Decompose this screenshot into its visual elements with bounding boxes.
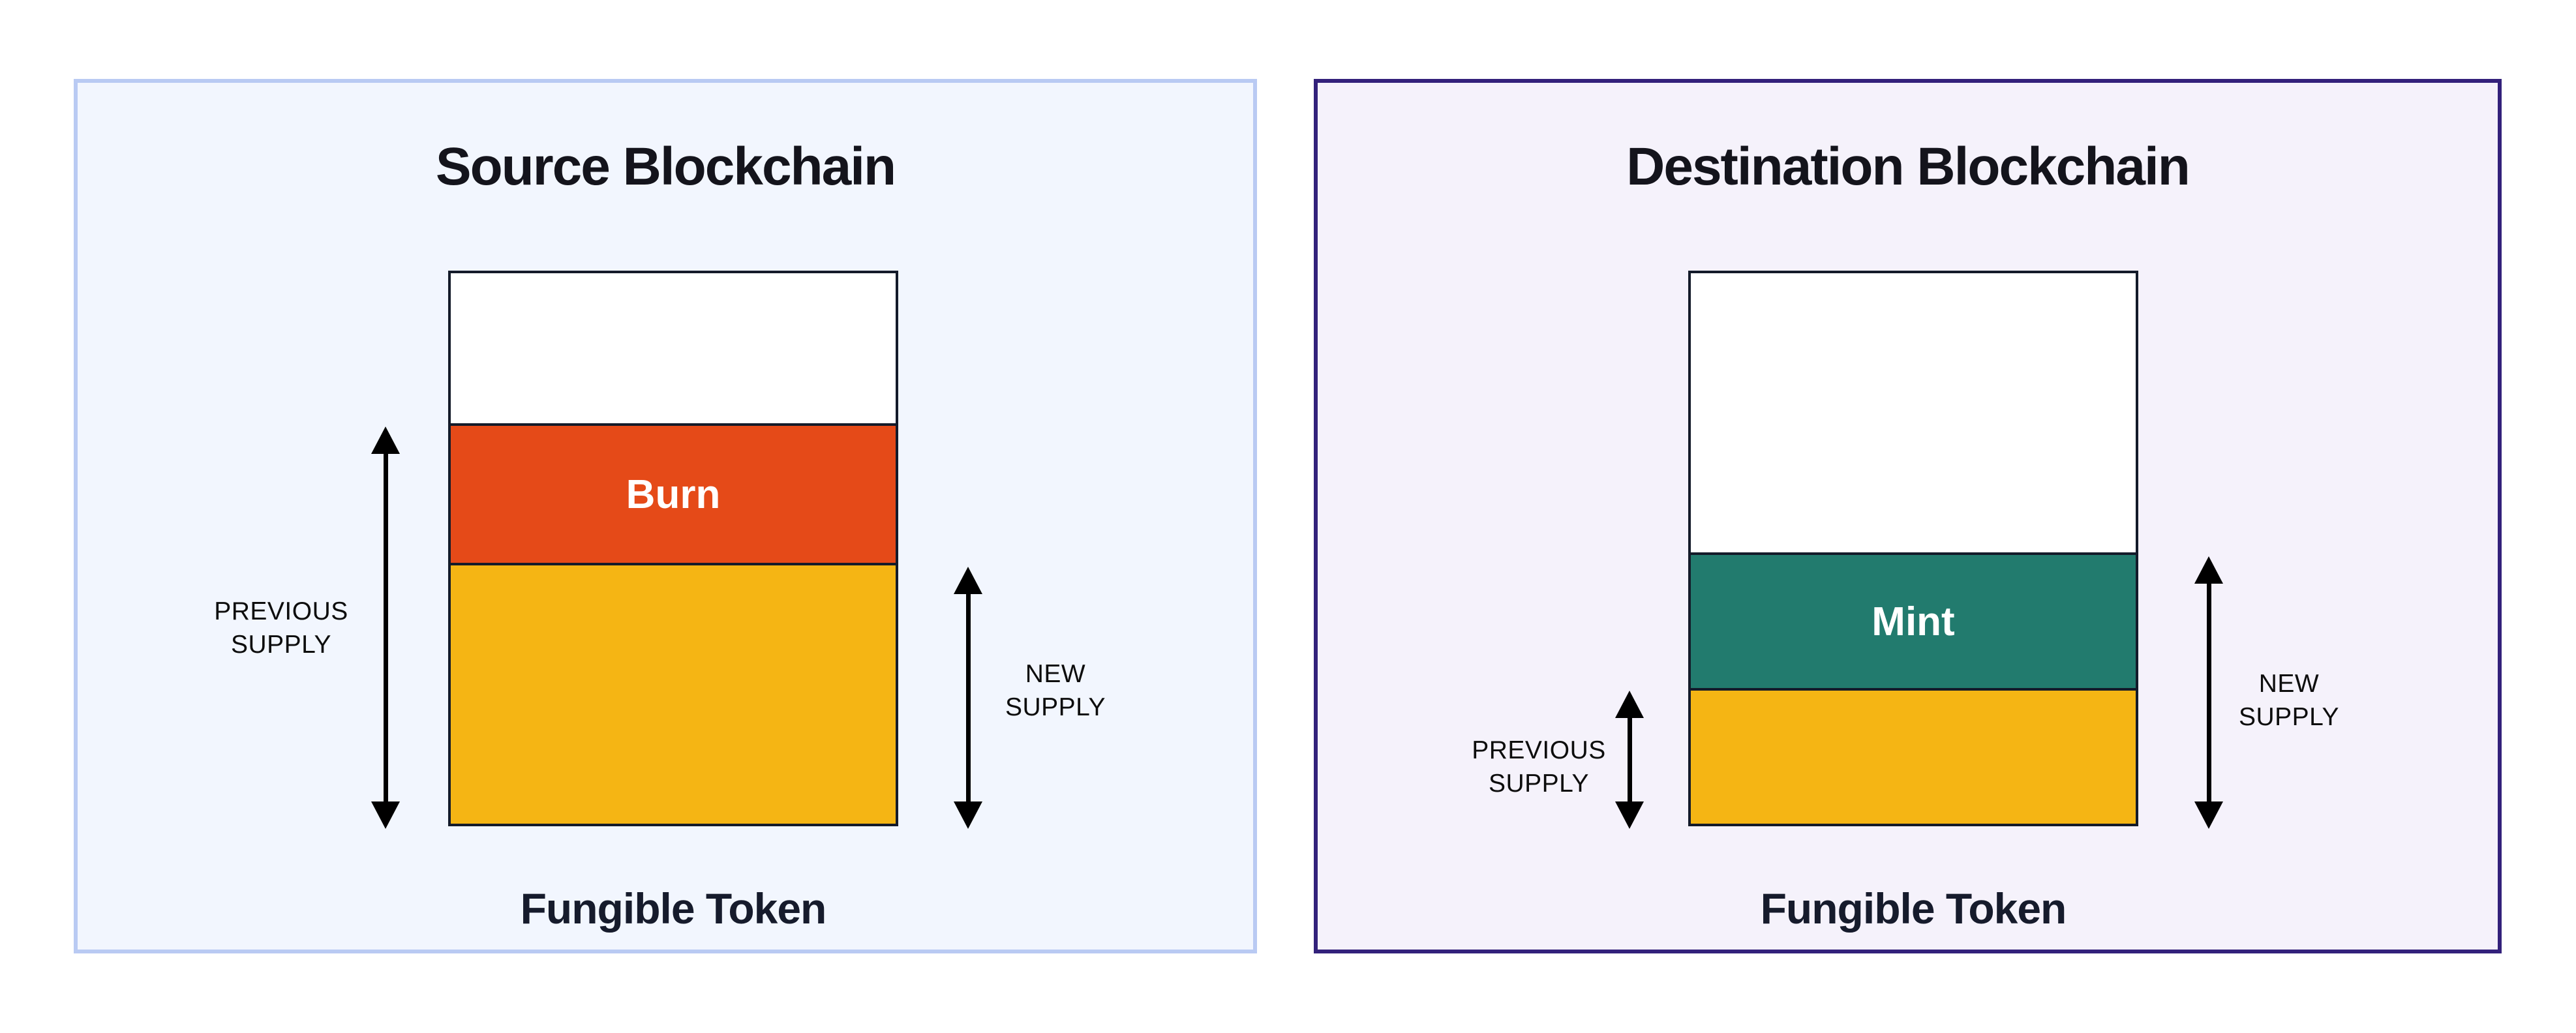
- destination-mint-segment: Mint: [1691, 552, 2136, 688]
- source-previous-supply-arrow-icon: [371, 427, 401, 829]
- destination-panel-title: Destination Blockchain: [1626, 137, 2190, 196]
- source-new-supply-arrow-icon: [953, 567, 983, 829]
- label-line: SUPPLY: [230, 630, 331, 659]
- source-empty-segment: [451, 273, 896, 423]
- source-token-bar: Burn: [448, 271, 898, 826]
- label-line: NEW: [1025, 660, 1086, 688]
- label-line: SUPPLY: [1488, 769, 1589, 798]
- arrow-stem: [965, 591, 971, 805]
- destination-previous-supply-label: PREVIOUS SUPPLY: [1428, 734, 1650, 800]
- destination-previous-supply-arrow-icon: [1614, 691, 1644, 829]
- destination-token-caption: Fungible Token: [1760, 884, 2067, 933]
- source-new-supply-label: NEW SUPPLY: [945, 658, 1166, 724]
- arrow-up-head-icon: [2194, 556, 2223, 584]
- source-supply-segment: [451, 563, 896, 824]
- destination-token-bar: Mint: [1688, 271, 2138, 826]
- destination-new-supply-arrow-icon: [2194, 556, 2224, 829]
- arrow-down-head-icon: [2194, 801, 2223, 829]
- arrow-up-head-icon: [371, 427, 400, 454]
- label-line: SUPPLY: [1005, 693, 1106, 721]
- label-line: NEW: [2258, 670, 2320, 698]
- arrow-stem: [383, 451, 388, 805]
- arrow-down-head-icon: [1615, 801, 1644, 829]
- mint-segment-label: Mint: [1871, 599, 1955, 644]
- source-blockchain-panel: Source Blockchain Burn PREVIOUS SUPPLY N…: [74, 79, 1257, 953]
- arrow-up-head-icon: [1615, 691, 1644, 718]
- label-line: PREVIOUS: [214, 597, 348, 625]
- arrow-up-head-icon: [954, 567, 982, 594]
- source-token-caption: Fungible Token: [520, 884, 827, 933]
- source-panel-title: Source Blockchain: [435, 137, 896, 196]
- arrow-down-head-icon: [954, 801, 982, 829]
- arrow-stem: [1627, 715, 1632, 805]
- label-line: PREVIOUS: [1472, 736, 1606, 764]
- destination-blockchain-panel: Destination Blockchain Mint PREVIOUS SUP…: [1314, 79, 2502, 953]
- destination-empty-segment: [1691, 273, 2136, 552]
- label-line: SUPPLY: [2238, 702, 2339, 731]
- source-previous-supply-label: PREVIOUS SUPPLY: [170, 595, 392, 661]
- arrow-stem: [2206, 580, 2211, 805]
- arrow-down-head-icon: [371, 801, 400, 829]
- source-burn-segment: Burn: [451, 423, 896, 563]
- destination-new-supply-label: NEW SUPPLY: [2178, 668, 2400, 734]
- destination-supply-segment: [1691, 688, 2136, 824]
- burn-segment-label: Burn: [626, 472, 721, 517]
